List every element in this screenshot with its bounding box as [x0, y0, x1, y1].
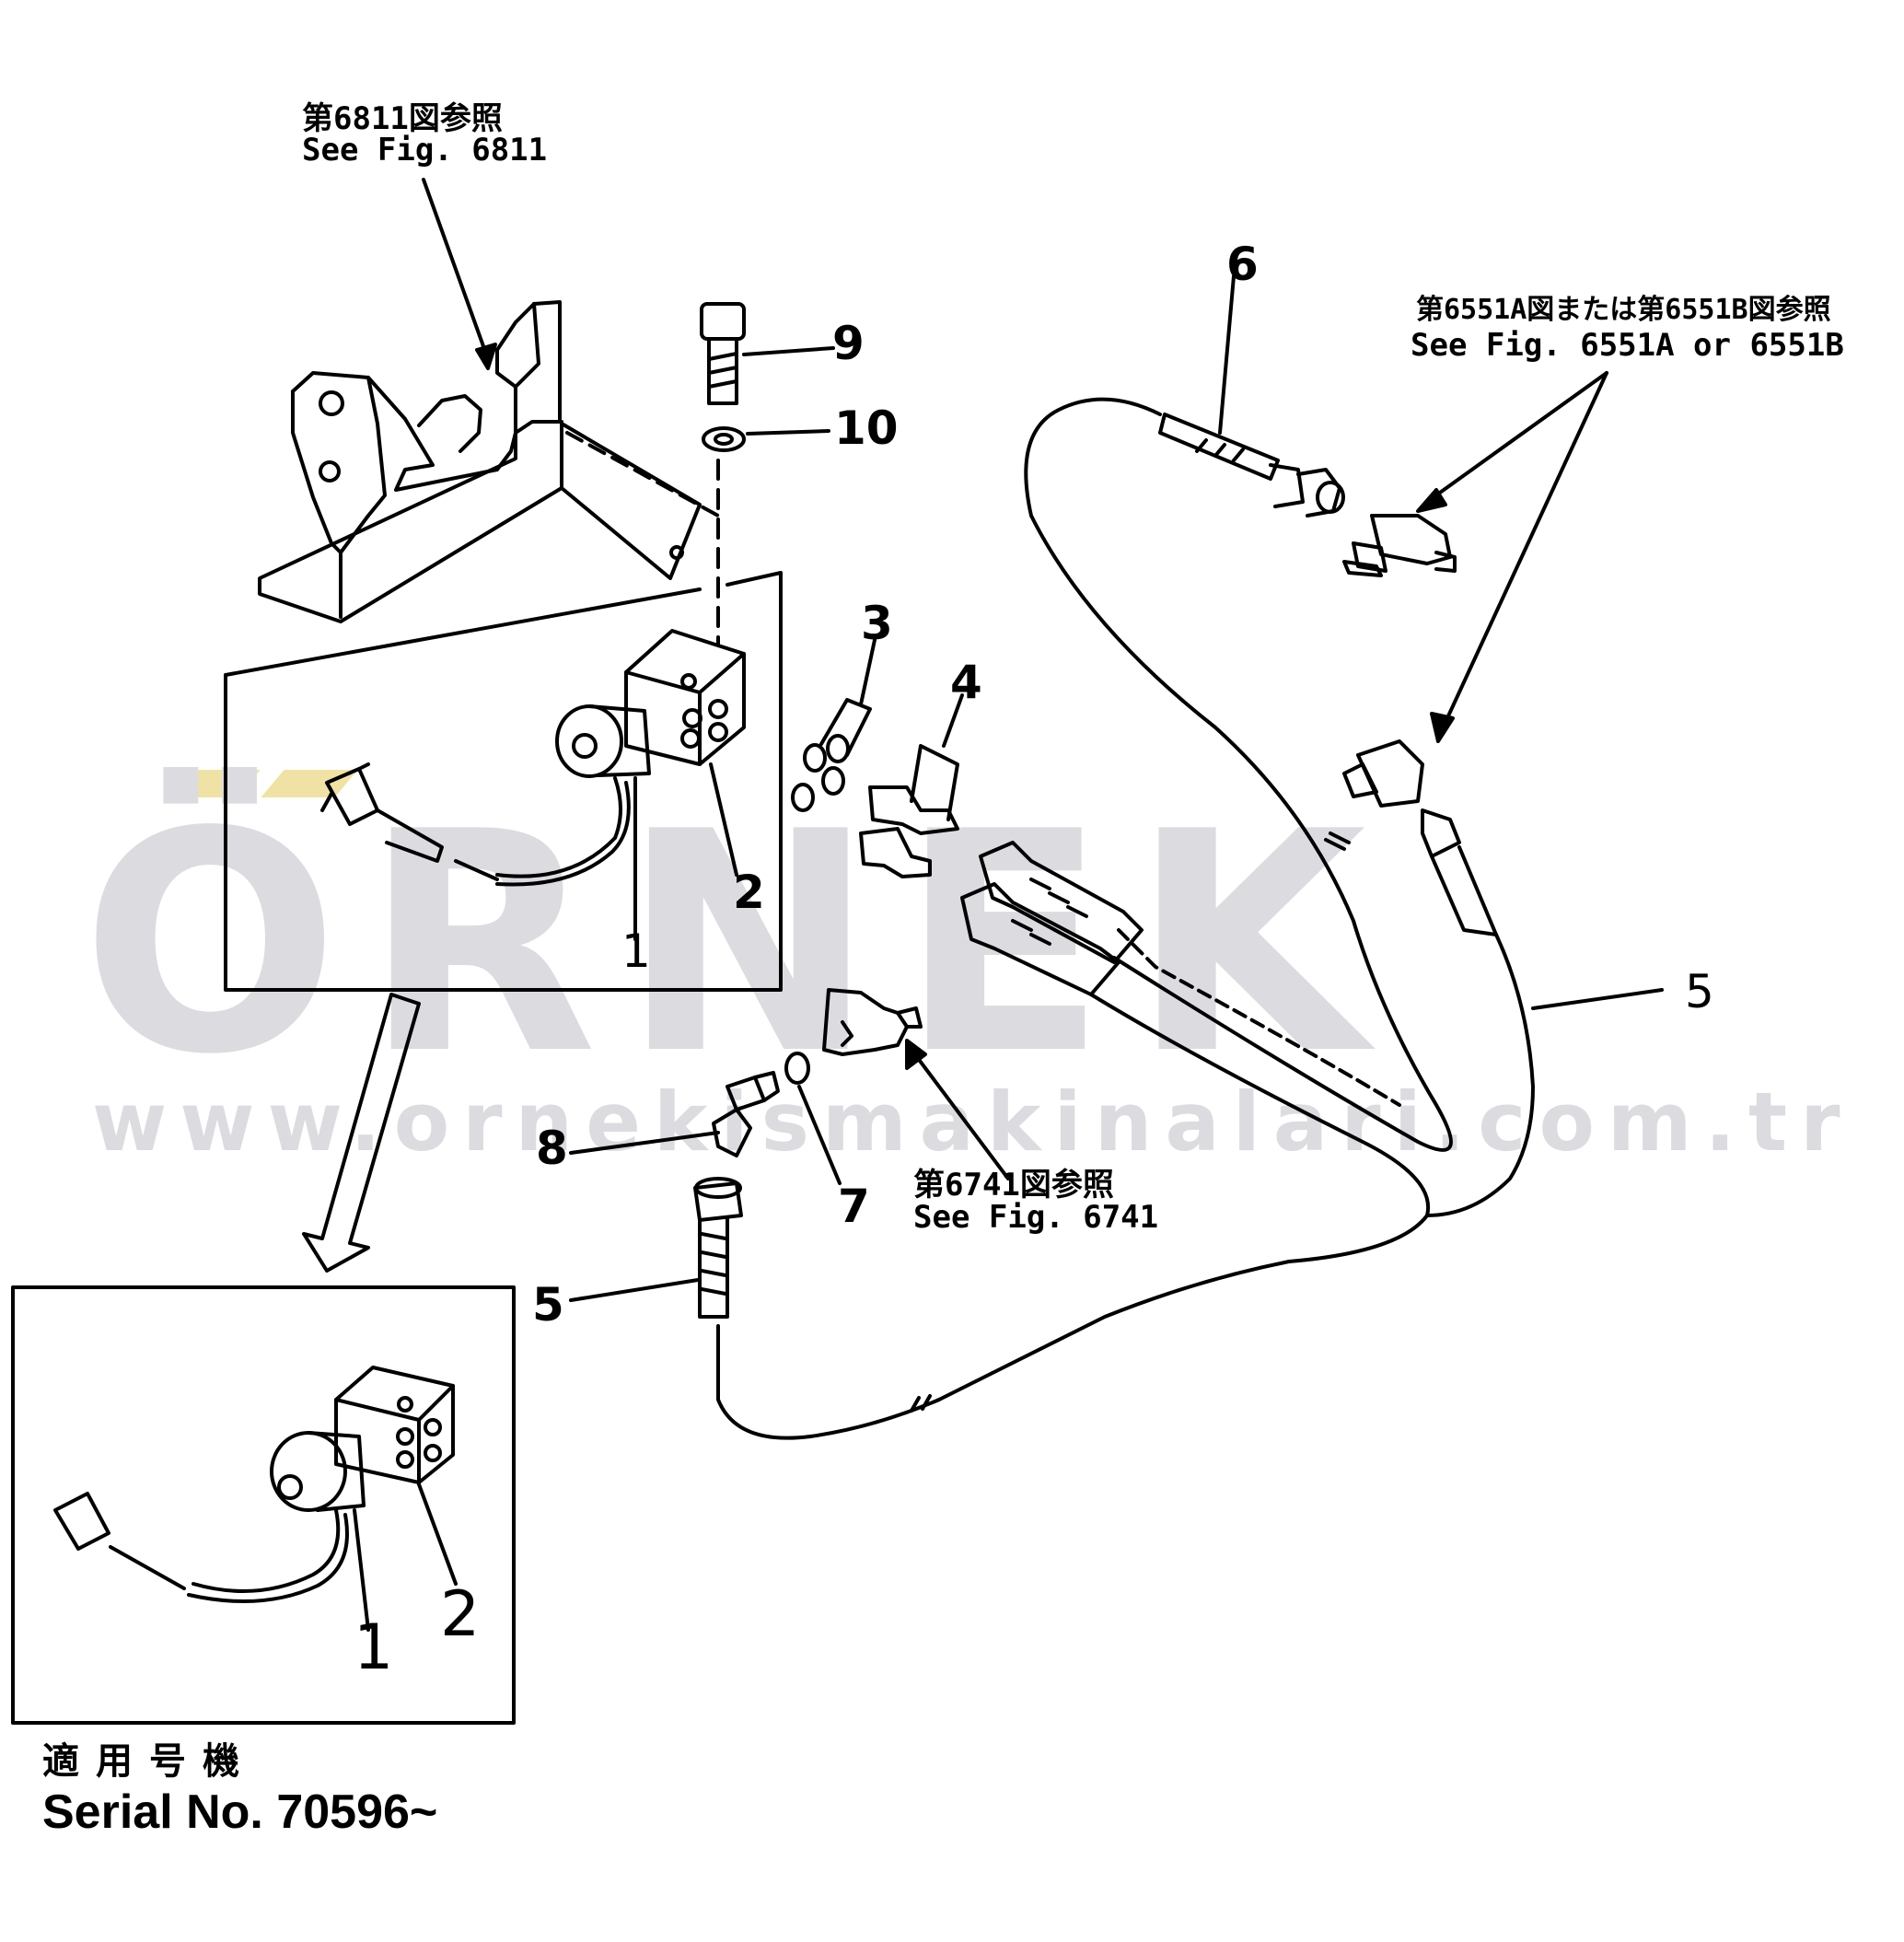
callout-3: 3: [861, 597, 893, 650]
callout-7: 7: [838, 1180, 870, 1233]
washer-10: [702, 426, 830, 646]
bolt-9: [700, 302, 835, 405]
watermark-brand: ÖRNEK: [81, 767, 1390, 1121]
callout-10: 10: [834, 401, 899, 455]
solenoid-valve-main: [320, 629, 746, 941]
serial-number: Serial No. 70596~: [42, 1785, 438, 1839]
hose-5-end: [569, 1177, 743, 1319]
fittings-4: [859, 693, 964, 878]
solenoid-valve-inset: [53, 1366, 458, 1632]
o-rings-3: [791, 638, 877, 812]
ref-fig6551-en: See Fig. 6551A or 6551B: [1411, 327, 1844, 364]
callout-5: 5: [532, 1278, 564, 1331]
callout-8: 8: [536, 1122, 568, 1175]
bracket: [258, 300, 720, 623]
hose-couplings: [716, 397, 1453, 1440]
callout-5-right: 5: [1685, 965, 1714, 1018]
o-ring-7: [784, 1052, 842, 1185]
leader-fig6811: [422, 178, 497, 370]
ref-fig6811-jp: 第6811図参照: [302, 100, 503, 137]
ref-fig6741-jp: 第6741図参照: [913, 1167, 1114, 1204]
callout-1: 1: [621, 924, 651, 978]
leader-fig6551: [1416, 371, 1608, 743]
serial-title: 適用号機: [42, 1740, 256, 1783]
callout-2: 2: [733, 866, 765, 919]
callout-9: 9: [832, 317, 865, 370]
hose-6: [1158, 274, 1345, 517]
callout-6: 6: [1226, 238, 1259, 291]
callout-4: 4: [950, 656, 982, 709]
valve-frame: [224, 571, 783, 992]
tee-fitting-lower: [1342, 739, 1664, 1217]
down-arrow: [302, 993, 421, 1273]
adapter-fitting: [822, 988, 1010, 1180]
ref-fig6811-en: See Fig. 6811: [302, 132, 548, 169]
elbow-fitting-8: [569, 1071, 780, 1157]
inset-callout-2: 2: [440, 1578, 481, 1651]
tee-fitting-upper: [1342, 514, 1457, 577]
ref-fig6741-en: See Fig. 6741: [913, 1199, 1159, 1236]
ref-fig6551-jp: 第6551A図または第6551B図参照: [1416, 294, 1831, 326]
inset-frame: [11, 1285, 516, 1725]
inset-callout-1: 1: [354, 1611, 394, 1684]
